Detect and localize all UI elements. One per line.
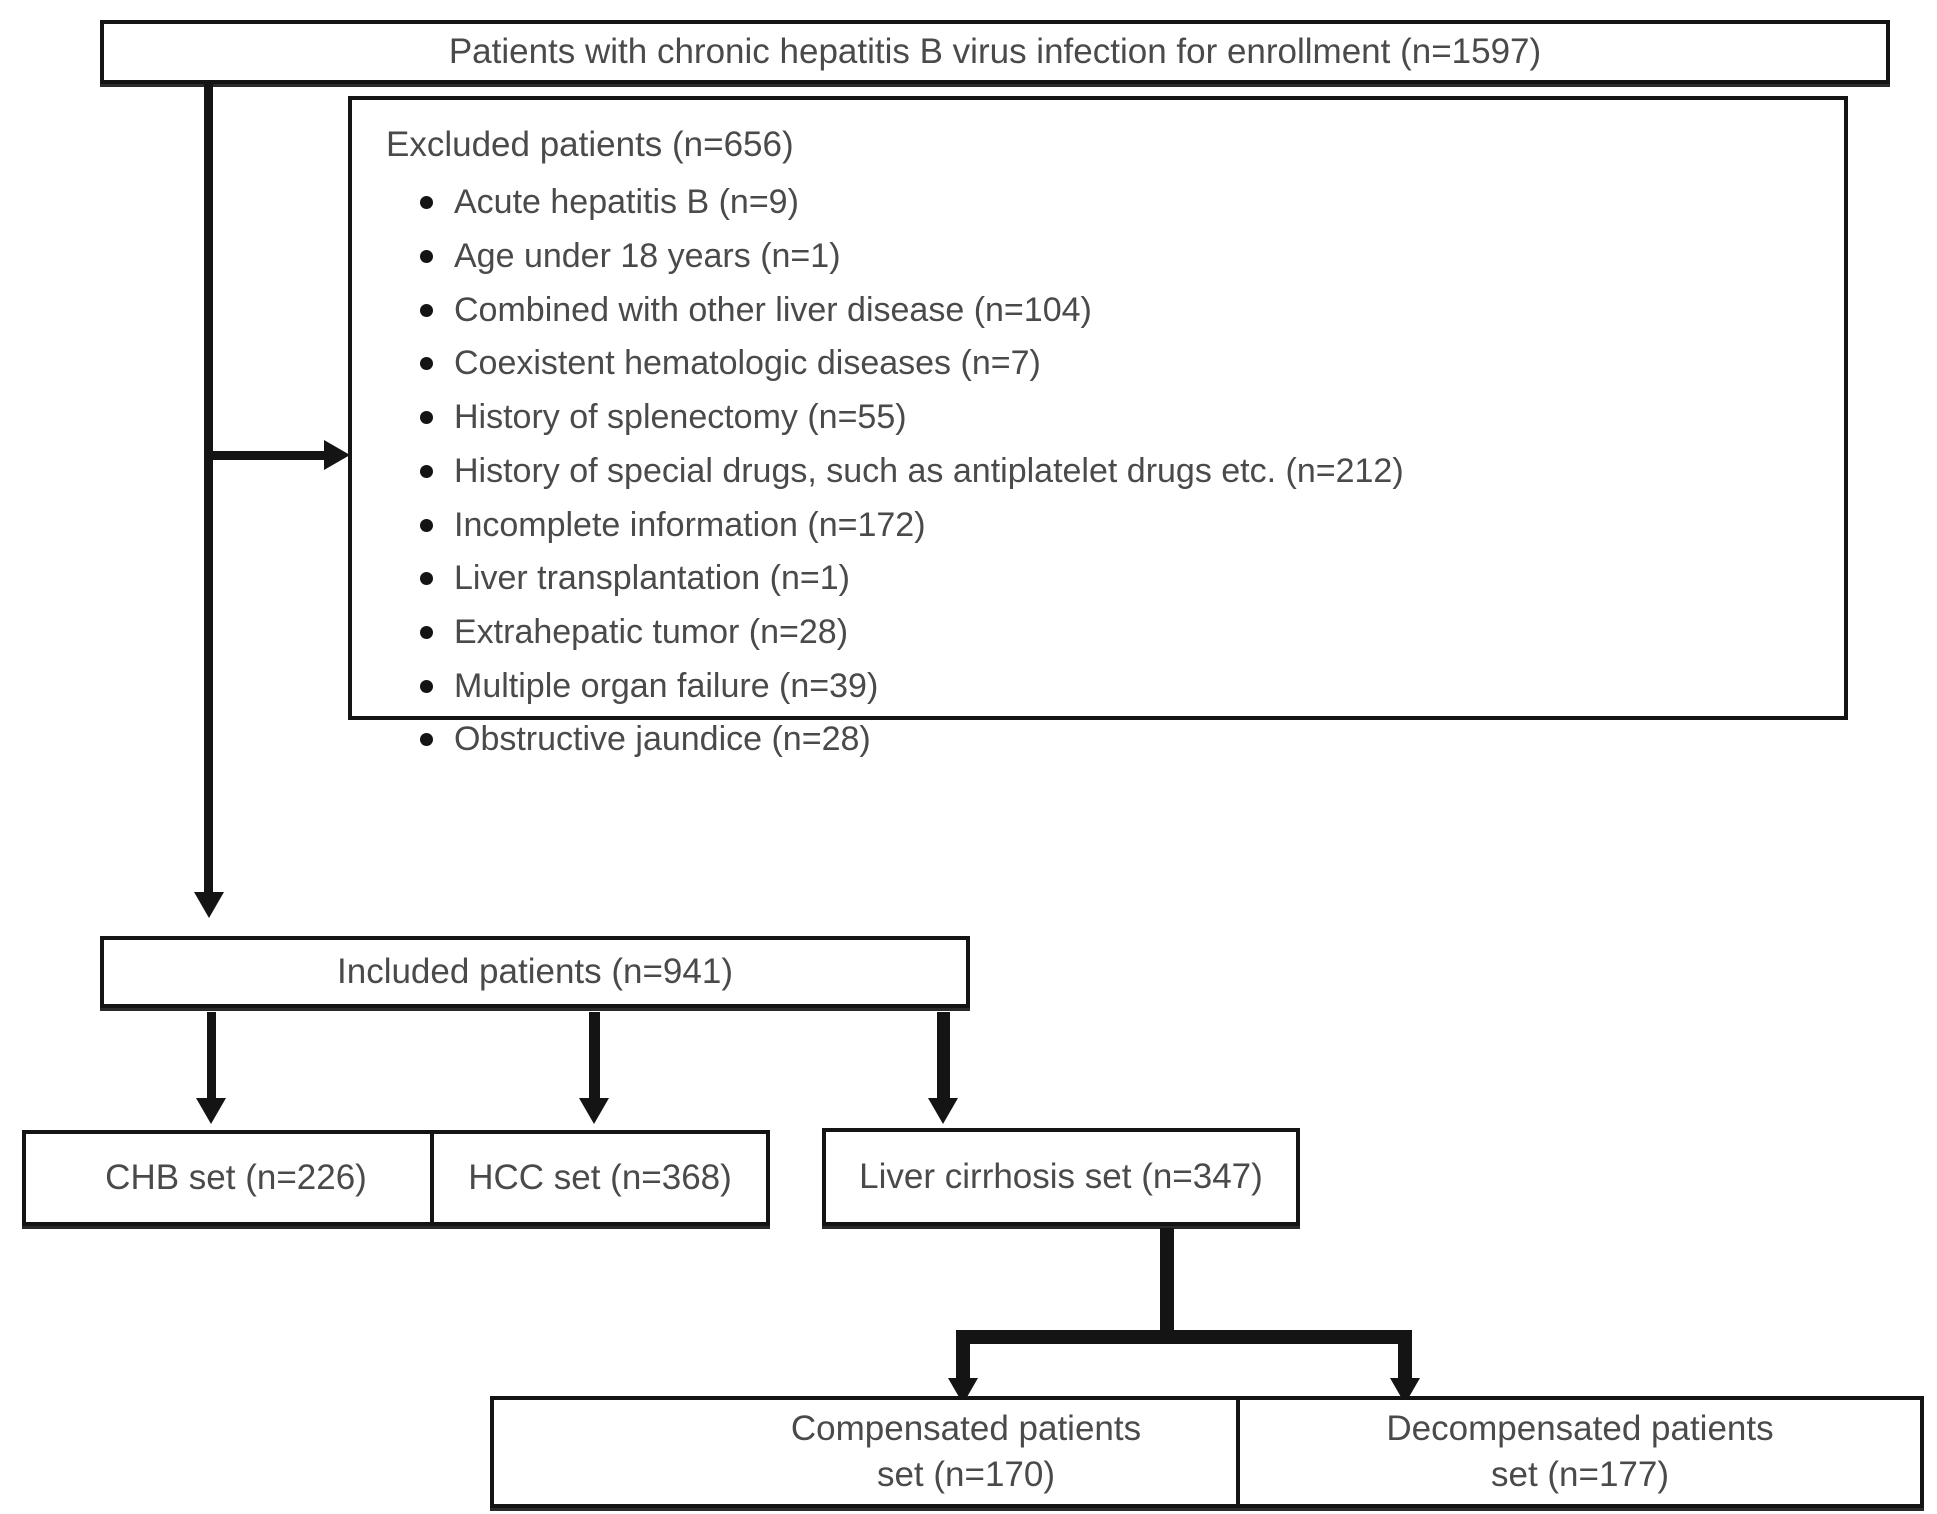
- bullet-icon: [420, 518, 433, 532]
- bullet-icon: [420, 196, 433, 210]
- list-item: Coexistent hematologic diseases (n=7): [418, 345, 1814, 382]
- list-item: Acute hepatitis B (n=9): [418, 184, 1814, 221]
- bullet-icon: [420, 679, 433, 693]
- cirrhosis-connector-line: [937, 1012, 950, 1100]
- list-item: Incomplete information (n=172): [418, 505, 1814, 544]
- bullet-icon: [420, 303, 433, 317]
- cirrhosis-split-bar: [956, 1330, 1412, 1344]
- bullet-icon: [420, 411, 433, 425]
- hcc-arrowhead: [579, 1098, 609, 1124]
- bullet-icon: [420, 572, 433, 586]
- excluded-branch-line: [204, 451, 332, 460]
- excluded-criteria-list: Acute hepatitis B (n=9) Age under 18 yea…: [382, 184, 1814, 758]
- hcc-set-label: HCC set (n=368): [468, 1157, 732, 1197]
- chb-set-box: CHB set (n=226): [22, 1130, 450, 1226]
- list-item: Multiple organ failure (n=39): [418, 666, 1814, 705]
- list-item-label: Obstructive jaundice (n=28): [454, 720, 871, 759]
- enrollment-label: Patients with chronic hepatitis B virus …: [448, 31, 1542, 71]
- cirrhosis-split-trunk: [1160, 1228, 1174, 1343]
- included-patients-label: Included patients (n=941): [337, 951, 733, 991]
- excluded-branch-arrowhead: [324, 440, 350, 470]
- decompensated-patients-label: Decompensated patients set (n=177): [1386, 1408, 1774, 1494]
- chb-connector-line: [207, 1012, 216, 1100]
- excluded-patients-box: Excluded patients (n=656) Acute hepatiti…: [348, 96, 1848, 758]
- bullet-icon: [420, 357, 433, 371]
- excluded-patients-title: Excluded patients (n=656): [386, 125, 794, 164]
- list-item: Age under 18 years (n=1): [418, 238, 1814, 275]
- list-item-label: Coexistent hematologic diseases (n=7): [454, 344, 1041, 383]
- included-patients-box: Included patients (n=941): [100, 936, 970, 1008]
- hcc-connector-line: [589, 1012, 600, 1100]
- list-item-label: Age under 18 years (n=1): [454, 236, 841, 275]
- list-item-label: Extrahepatic tumor (n=28): [454, 612, 849, 651]
- hcc-set-box: HCC set (n=368): [430, 1130, 770, 1226]
- liver-cirrhosis-set-label: Liver cirrhosis set (n=347): [859, 1156, 1263, 1196]
- cirrhosis-arrowhead: [928, 1098, 958, 1124]
- included-arrowhead: [194, 892, 224, 918]
- list-item: Obstructive jaundice (n=28): [418, 721, 1814, 758]
- list-item: Liver transplantation (n=1): [418, 560, 1814, 597]
- compensated-patients-label: Compensated patients set (n=170): [790, 1408, 1142, 1494]
- list-item-label: Incomplete information (n=172): [454, 505, 926, 544]
- bullet-icon: [420, 464, 433, 478]
- list-item: Extrahepatic tumor (n=28): [418, 614, 1814, 651]
- decompensated-connector-line: [1398, 1330, 1412, 1382]
- list-item-label: Acute hepatitis B (n=9): [454, 183, 799, 222]
- list-item-label: History of special drugs, such as antipl…: [454, 451, 1404, 490]
- list-item-label: Multiple organ failure (n=39): [454, 666, 879, 705]
- list-item-label: Liver transplantation (n=1): [454, 559, 850, 598]
- list-item: History of splenectomy (n=55): [418, 399, 1814, 436]
- bullet-icon: [420, 249, 433, 263]
- list-item-label: History of splenectomy (n=55): [454, 398, 907, 437]
- enrollment-trunk-line: [204, 84, 213, 892]
- list-item: History of special drugs, such as antipl…: [418, 451, 1814, 490]
- chb-arrowhead: [196, 1098, 226, 1124]
- chb-set-label: CHB set (n=226): [105, 1157, 367, 1197]
- bullet-icon: [420, 625, 433, 639]
- decompensated-patients-box: Decompensated patients set (n=177): [1236, 1396, 1924, 1508]
- bullet-icon: [420, 733, 433, 747]
- compensated-connector-line: [956, 1330, 970, 1382]
- list-item-label: Combined with other liver disease (n=104…: [454, 290, 1092, 329]
- enrollment-box: Patients with chronic hepatitis B virus …: [100, 20, 1890, 84]
- liver-cirrhosis-set-box: Liver cirrhosis set (n=347): [822, 1128, 1300, 1226]
- list-item: Combined with other liver disease (n=104…: [418, 290, 1814, 329]
